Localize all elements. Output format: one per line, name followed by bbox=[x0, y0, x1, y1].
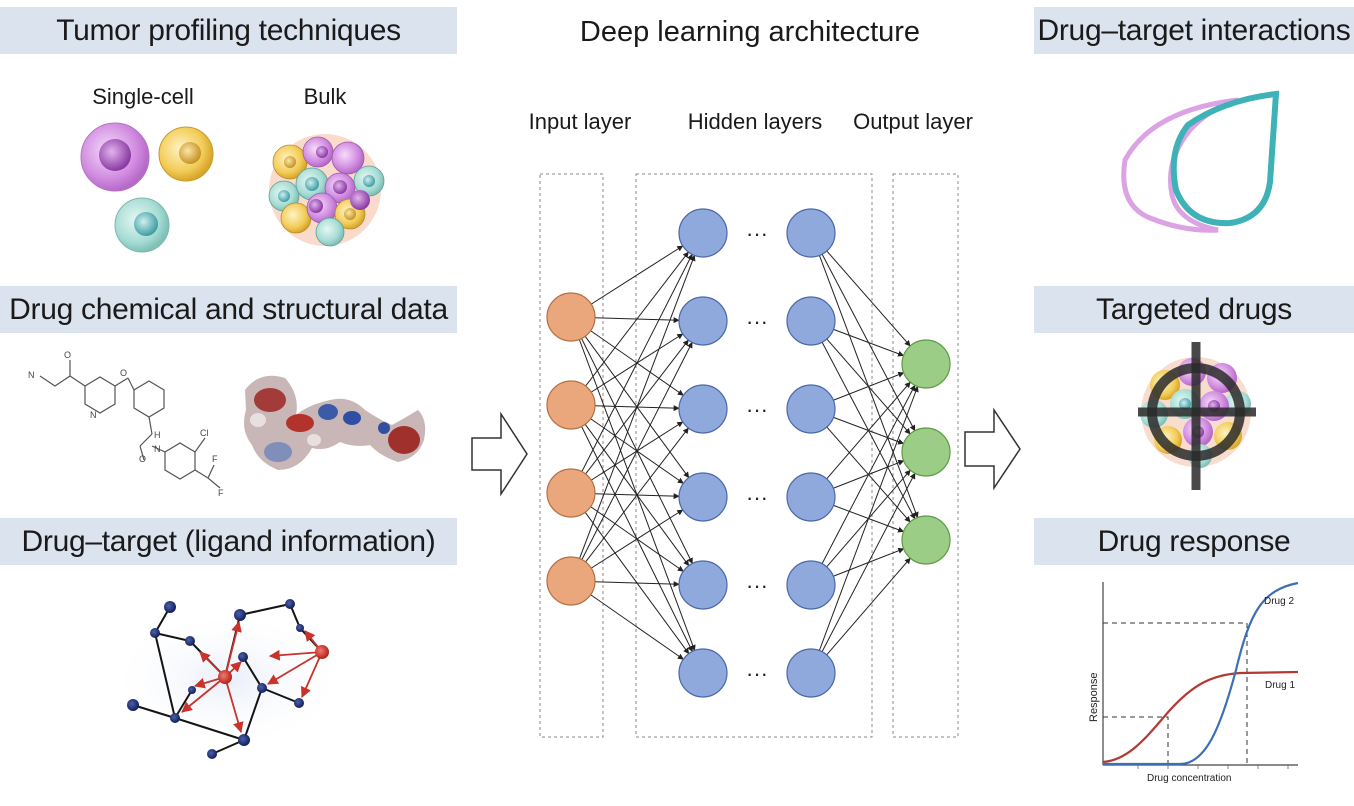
hidden-ellipsis: ··· bbox=[746, 221, 768, 246]
bulk-label: Bulk bbox=[303, 84, 347, 109]
targeted-drugs-title: Targeted drugs bbox=[1096, 292, 1292, 326]
output-layer-label: Output layer bbox=[853, 109, 973, 134]
hidden1-node bbox=[678, 472, 728, 522]
network-edge bbox=[585, 427, 689, 563]
hidden2-node bbox=[786, 472, 836, 522]
x-axis-ticks bbox=[1137, 765, 1289, 769]
hidden-ellipsis: ··· bbox=[746, 309, 768, 334]
tumor-profiling-banner: Tumor profiling techniques bbox=[0, 7, 457, 54]
response-x-label: Drug concentration bbox=[1147, 773, 1232, 784]
tumor-profiling-title: Tumor profiling techniques bbox=[56, 13, 401, 47]
response-y-label: Response bbox=[1088, 672, 1100, 722]
network-edge bbox=[833, 328, 905, 357]
input-layer-label: Input layer bbox=[528, 109, 632, 134]
ligand-network bbox=[108, 599, 348, 759]
deep-learning-title: Deep learning architecture bbox=[579, 16, 921, 48]
network-edge bbox=[581, 341, 693, 560]
hidden2-node bbox=[786, 560, 836, 610]
network-edge bbox=[590, 509, 684, 569]
hidden-ellipsis: ··· bbox=[746, 573, 768, 598]
bulk-tumor-illustration bbox=[268, 134, 385, 247]
svg-text:F: F bbox=[212, 454, 218, 464]
protein-surface-model bbox=[244, 375, 426, 470]
hidden1-node bbox=[678, 560, 728, 610]
network-edge bbox=[594, 581, 680, 588]
drug-target-interaction-icon bbox=[1121, 90, 1280, 233]
reference-dashed-lines bbox=[1103, 622, 1248, 765]
hidden1-node bbox=[678, 296, 728, 346]
single-cell-illustration bbox=[80, 122, 214, 253]
hidden-ellipsis: ··· bbox=[746, 397, 768, 422]
single-cell-label: Single-cell bbox=[92, 84, 194, 109]
network-edge bbox=[826, 250, 911, 347]
svg-text:O: O bbox=[120, 368, 127, 378]
svg-text:F: F bbox=[218, 488, 224, 498]
drug-target-ligand-title: Drug–target (ligand information) bbox=[21, 524, 436, 558]
network-nodes bbox=[546, 208, 951, 698]
hidden2-node bbox=[786, 384, 836, 434]
network-edge bbox=[590, 245, 684, 305]
svg-text:N: N bbox=[90, 410, 97, 420]
arrow-right-to-outputs bbox=[964, 407, 1021, 491]
svg-text:N: N bbox=[28, 370, 35, 380]
drug-1-label: Drug 1 bbox=[1265, 680, 1295, 691]
drug-target-interactions-banner: Drug–target interactions bbox=[1034, 7, 1354, 54]
output-layer-box bbox=[892, 173, 959, 738]
svg-text:O: O bbox=[139, 454, 146, 464]
hidden1-node bbox=[678, 648, 728, 698]
hidden-layers-label: Hidden layers bbox=[687, 109, 823, 134]
hidden2-node bbox=[786, 296, 836, 346]
drug-2-curve bbox=[1103, 581, 1299, 766]
network-edge bbox=[826, 557, 911, 656]
drug-2-label: Drug 2 bbox=[1264, 596, 1294, 607]
hidden-layers-box bbox=[635, 173, 873, 738]
hidden2-node bbox=[786, 208, 836, 258]
hidden2-node bbox=[786, 648, 836, 698]
network-edge bbox=[821, 384, 916, 564]
drug-chemical-banner: Drug chemical and structural data bbox=[0, 286, 457, 333]
network-edge bbox=[585, 251, 689, 387]
input-node bbox=[546, 292, 596, 342]
hidden-ellipsis-group: ··· ··· ··· ··· ··· ··· bbox=[746, 221, 768, 686]
network-edge bbox=[818, 385, 919, 651]
svg-text:O: O bbox=[64, 350, 71, 360]
targeted-drugs-banner: Targeted drugs bbox=[1034, 286, 1354, 333]
network-edge bbox=[833, 371, 905, 401]
drug-response-banner: Drug response bbox=[1034, 518, 1354, 565]
drug-1-curve bbox=[1102, 670, 1299, 764]
hidden1-node bbox=[678, 384, 728, 434]
svg-text:Cl: Cl bbox=[200, 428, 209, 438]
drug-response-chart: Drug 2 Drug 1 Response Drug concentratio… bbox=[1088, 581, 1299, 784]
drug-target-ligand-banner: Drug–target (ligand information) bbox=[0, 518, 457, 565]
input-node bbox=[546, 468, 596, 518]
arrow-right-to-network bbox=[471, 411, 528, 497]
svg-text:N: N bbox=[154, 444, 161, 454]
drug-response-title: Drug response bbox=[1097, 524, 1291, 558]
targeted-drug-icon bbox=[1138, 342, 1256, 490]
output-node bbox=[901, 339, 951, 389]
network-edge bbox=[821, 472, 916, 652]
input-node bbox=[546, 556, 596, 606]
input-layer-box bbox=[539, 173, 604, 738]
network-edge bbox=[826, 381, 911, 480]
hidden1-node bbox=[678, 208, 728, 258]
network-edge bbox=[581, 253, 693, 472]
hidden-ellipsis: ··· bbox=[746, 485, 768, 510]
output-node bbox=[901, 515, 951, 565]
chemical-structure bbox=[39, 360, 221, 489]
network-edge bbox=[590, 594, 684, 660]
input-node bbox=[546, 380, 596, 430]
svg-text:H: H bbox=[154, 430, 161, 440]
network-edge bbox=[579, 254, 696, 559]
drug-chemical-title: Drug chemical and structural data bbox=[9, 292, 448, 326]
hidden-ellipsis: ··· bbox=[746, 661, 768, 686]
network-edges bbox=[578, 245, 919, 660]
chemical-atom-labels: N O N O H O N Cl F F bbox=[28, 350, 224, 498]
drug-target-interactions-title: Drug–target interactions bbox=[1037, 13, 1351, 47]
output-node bbox=[901, 427, 951, 477]
